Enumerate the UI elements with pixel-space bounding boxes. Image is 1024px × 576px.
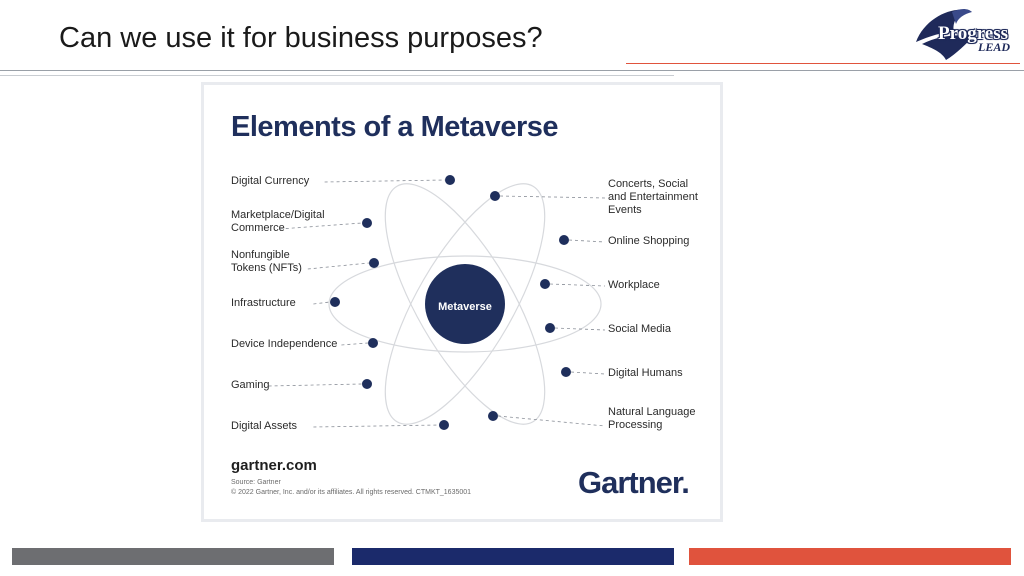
element-label-line: Natural Language <box>608 406 696 418</box>
orbit-horizontal <box>328 255 602 353</box>
node-nonfungible-tokens-nfts <box>369 258 379 268</box>
figure-title: Elements of a Metaverse <box>231 111 558 143</box>
connector-digital-humans <box>570 371 606 375</box>
gartner-logo: Gartner. <box>578 465 690 500</box>
header-rule-red <box>626 63 1020 64</box>
node-gaming <box>362 379 372 389</box>
element-label-line: Gaming <box>231 379 270 391</box>
element-label-infrastructure: Infrastructure <box>231 297 296 310</box>
source-note: Source: Gartner <box>231 479 281 486</box>
connector-concerts-social-and-entertainment-events <box>499 195 606 199</box>
copyright-note: © 2022 Gartner, Inc. and/or its affiliat… <box>231 489 472 496</box>
element-label-online-shopping: Online Shopping <box>608 235 689 248</box>
element-label-line: Workplace <box>608 279 660 291</box>
footer-bar-red <box>689 548 1011 565</box>
connector-natural-language-processing <box>497 415 606 427</box>
element-label-line: Events <box>608 204 642 216</box>
connector-marketplace-digital-commerce <box>279 222 363 230</box>
element-label-digital-currency: Digital Currency <box>231 175 309 188</box>
element-label-line: Tokens (NFTs) <box>231 262 302 274</box>
element-label-line: Digital Currency <box>231 175 310 187</box>
progress-lead-logo-icon <box>916 9 974 60</box>
center-label: Metaverse <box>438 301 492 313</box>
connector-digital-assets <box>313 424 440 428</box>
node-online-shopping <box>559 235 569 245</box>
footer-bar-navy <box>352 548 674 565</box>
element-label-line: Device Independence <box>231 338 338 350</box>
connector-infrastructure <box>313 301 331 305</box>
node-workplace <box>540 279 550 289</box>
element-label-line: Online Shopping <box>608 235 690 247</box>
element-label-line: Digital Assets <box>231 420 298 432</box>
element-label-gaming: Gaming <box>231 379 270 392</box>
orbit-tilt-left <box>384 183 546 425</box>
connector-nonfungible-tokens-nfts <box>307 262 370 270</box>
metaverse-figure-card: Elements of a Metaverse Metaverse gartne… <box>201 82 723 522</box>
node-digital-currency <box>445 175 455 185</box>
element-label-line: Digital Humans <box>608 367 683 379</box>
connector-digital-currency <box>324 179 446 183</box>
metaverse-center-node <box>425 264 505 344</box>
element-label-digital-humans: Digital Humans <box>608 367 683 380</box>
element-label-social-media: Social Media <box>608 323 671 336</box>
element-label-line: Concerts, Social <box>608 178 689 190</box>
header-rule-gray-2 <box>0 75 674 76</box>
node-social-media <box>545 323 555 333</box>
connector-online-shopping <box>568 239 606 243</box>
element-label-line: Nonfungible <box>231 249 290 261</box>
logo-wordmark: Progress <box>938 23 1009 44</box>
element-label-line: Social Media <box>608 323 671 335</box>
element-label-line: Processing <box>608 419 663 431</box>
connector-social-media <box>554 327 606 331</box>
connector-gaming <box>268 383 363 387</box>
node-device-independence <box>368 338 378 348</box>
logo-subword: LEAD <box>978 40 1011 54</box>
slide-title: Can we use it for business purposes? <box>59 22 543 54</box>
element-label-device-independence: Device Independence <box>231 338 337 351</box>
footer-bar-gray <box>12 548 334 565</box>
connector-device-independence <box>341 342 369 346</box>
node-concerts-social-and-entertainment-events <box>490 191 500 201</box>
node-digital-assets <box>439 420 449 430</box>
metaverse-diagram <box>268 175 606 430</box>
source-site: gartner.com <box>231 457 317 474</box>
node-infrastructure <box>330 297 340 307</box>
node-digital-humans <box>561 367 571 377</box>
element-label-line: Infrastructure <box>231 297 296 309</box>
element-label-workplace: Workplace <box>608 279 660 292</box>
orbit-tilt-right <box>384 183 546 425</box>
connector-workplace <box>549 283 606 287</box>
element-label-line: Marketplace/Digital <box>231 209 325 221</box>
header-rule-gray <box>0 70 1024 71</box>
node-natural-language-processing <box>488 411 498 421</box>
element-label-line: and Entertainment <box>608 191 698 203</box>
element-label-line: Commerce <box>231 222 285 234</box>
element-label-digital-assets: Digital Assets <box>231 420 297 433</box>
node-marketplace-digital-commerce <box>362 218 372 228</box>
